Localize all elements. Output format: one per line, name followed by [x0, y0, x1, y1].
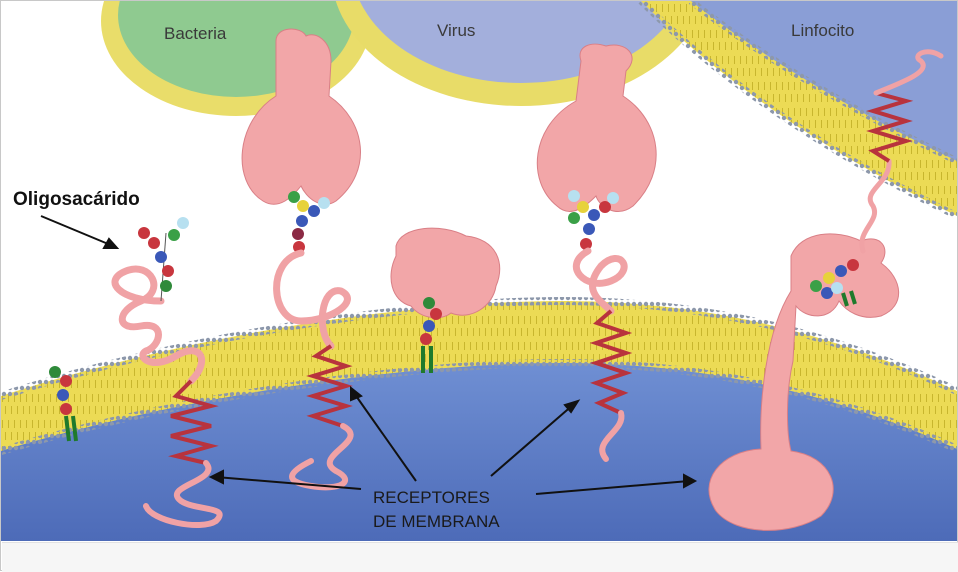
- label-linfocito: Linfocito: [791, 21, 854, 40]
- label-receptores-line1: RECEPTORES: [373, 488, 490, 507]
- label-bacteria: Bacteria: [164, 24, 227, 43]
- label-virus: Virus: [437, 21, 475, 40]
- label-receptores-line2: DE MEMBRANA: [373, 512, 500, 531]
- footer-strip: [2, 542, 958, 572]
- label-oligosacarido: Oligosacárido: [13, 189, 140, 210]
- membrane-receptors-diagram: Bacteria Virus Linfocito Oligosacárido R…: [1, 1, 957, 541]
